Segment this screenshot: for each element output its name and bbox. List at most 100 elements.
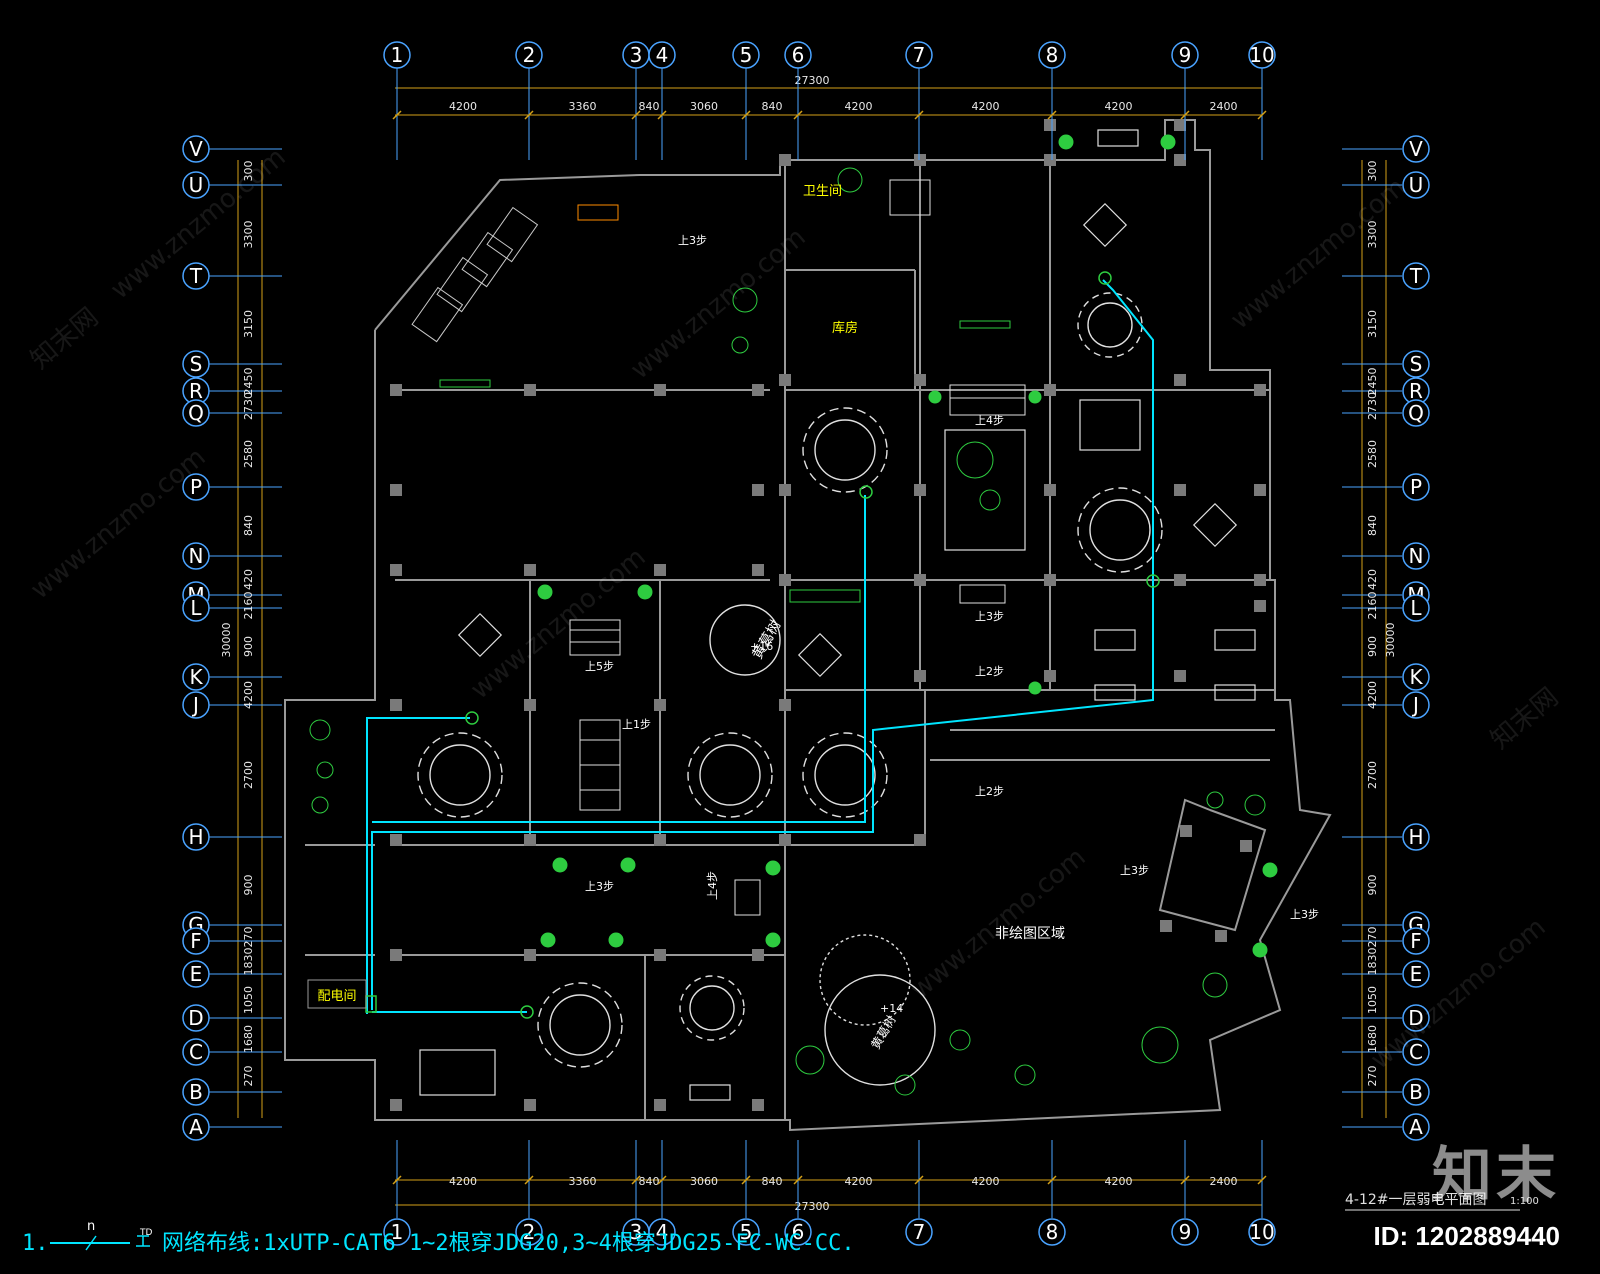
top-dimension-chain	[395, 87, 1262, 116]
top-dim-4: 840	[762, 100, 783, 113]
note-up5: 上5步	[585, 660, 614, 673]
row-left-bubble-D	[182, 1004, 210, 1032]
bottom-tick-6	[914, 1175, 924, 1185]
row-right-label-N: N	[1409, 544, 1424, 568]
top-dim-6: 4200	[972, 100, 1000, 113]
right-dim-16: 1680	[1366, 1025, 1379, 1053]
watermark-9: 知末网	[1485, 682, 1564, 755]
note-up2-b: 上2步	[975, 785, 1004, 798]
col-top-bubble-6	[784, 41, 812, 69]
row-left-bubble-C	[182, 1038, 210, 1066]
diagonal-storage-pods	[411, 204, 619, 343]
square-tables	[419, 129, 1256, 1101]
row-left-label-B: B	[189, 1080, 203, 1104]
row-right-label-P: P	[1410, 475, 1422, 499]
right-dim-9: 900	[1366, 636, 1379, 657]
top-tick-1	[524, 110, 534, 120]
row-left-label-V: V	[189, 137, 203, 161]
top-tick-3	[657, 110, 667, 120]
row-right-label-L: L	[1410, 596, 1422, 620]
row-right-bubble-J	[1402, 691, 1430, 719]
top-dim-1: 3360	[569, 100, 597, 113]
row-left-bubble-V	[182, 135, 210, 163]
col-bottom-label-6: 6	[792, 1220, 805, 1244]
watermark-4: www.znzmo.com	[465, 542, 651, 705]
right-dim-15: 1050	[1366, 986, 1379, 1014]
col-top-label-5: 5	[740, 43, 753, 67]
bottom-tick-8	[1180, 1175, 1190, 1185]
col-bottom-bubble-7	[905, 1218, 933, 1246]
left-dim-7: 420	[242, 569, 255, 590]
top-dim-7: 4200	[1105, 100, 1133, 113]
watermark-7: www.znzmo.com	[1225, 172, 1411, 335]
bottom-dim-4: 840	[762, 1175, 783, 1188]
label-non-drawing-area: 非绘图区域	[995, 926, 1065, 942]
row-right-bubble-P	[1402, 473, 1430, 501]
bottom-tick-0	[392, 1175, 402, 1185]
drawing-scale: 1:100	[1510, 1196, 1539, 1207]
left-dimension-chain	[237, 160, 263, 1118]
col-top-label-4: 4	[656, 43, 669, 67]
left-dim-6: 840	[242, 515, 255, 536]
note-up2-a: 上2步	[975, 665, 1004, 678]
col-bottom-label-5: 5	[740, 1220, 753, 1244]
row-left-label-U: U	[189, 173, 204, 197]
col-top-label-3: 3	[630, 43, 643, 67]
row-left-label-P: P	[190, 475, 202, 499]
plants	[309, 134, 1278, 1096]
col-bottom-label-1: 1	[391, 1220, 404, 1244]
row-right-label-H: H	[1408, 825, 1423, 849]
col-bottom-bubble-10	[1248, 1218, 1276, 1246]
electrical-room-box	[307, 979, 367, 1009]
row-left-bubble-P	[182, 473, 210, 501]
note-up1: 上1步	[622, 718, 651, 731]
right-dim-17: 270	[1366, 1066, 1379, 1087]
row-left-label-D: D	[188, 1006, 203, 1030]
legend-n: n	[87, 1219, 95, 1234]
network-cable-run	[366, 279, 1154, 1014]
row-left-bubble-Q	[182, 399, 210, 427]
col-top-label-8: 8	[1046, 43, 1059, 67]
watermark-6: www.znzmo.com	[905, 842, 1091, 1005]
col-bottom-label-3: 3	[630, 1220, 643, 1244]
row-right-label-D: D	[1408, 1006, 1423, 1030]
row-left-label-Q: Q	[188, 401, 204, 425]
left-dim-9: 900	[242, 636, 255, 657]
row-left-bubble-U	[182, 171, 210, 199]
col-bottom-label-7: 7	[913, 1220, 926, 1244]
legend-text: 网络布线:1xUTP-CAT6 1~2根穿JDG20,3~4根穿JDG25-FC…	[162, 1231, 855, 1256]
right-dim-4: 2730	[1366, 392, 1379, 420]
note-up4: 上4步	[975, 414, 1004, 427]
bottom-dim-0: 4200	[449, 1175, 477, 1188]
row-right-bubble-D	[1402, 1004, 1430, 1032]
bottom-dim-5: 4200	[845, 1175, 873, 1188]
row-left-bubble-K	[182, 663, 210, 691]
row-right-bubble-K	[1402, 663, 1430, 691]
row-right-bubble-U	[1402, 171, 1430, 199]
legend-index: 1.	[22, 1231, 49, 1256]
right-dim-10: 4200	[1366, 681, 1379, 709]
row-left-bubble-F	[182, 927, 210, 955]
note-up3-d: 上3步	[1120, 864, 1149, 877]
row-right-label-A: A	[1409, 1115, 1423, 1139]
bottom-dim-2: 840	[639, 1175, 660, 1188]
row-left-label-N: N	[189, 544, 204, 568]
top-dim-2: 840	[639, 100, 660, 113]
bottom-tick-1	[524, 1175, 534, 1185]
note-plus16: +16	[750, 640, 773, 653]
left-dim-10: 4200	[242, 681, 255, 709]
top-tick-0	[392, 110, 402, 120]
row-left-label-A: A	[189, 1115, 203, 1139]
row-left-bubble-A	[182, 1113, 210, 1141]
right-dim-8: 2160	[1366, 592, 1379, 620]
row-left-bubble-J	[182, 691, 210, 719]
bottom-tick-5	[793, 1175, 803, 1185]
bottom-dimension-chain	[395, 1179, 1262, 1206]
row-left-label-H: H	[188, 825, 203, 849]
right-dim-13: 270	[1366, 927, 1379, 948]
row-right-bubble-L	[1402, 594, 1430, 622]
row-left-bubble-H	[182, 823, 210, 851]
col-top-bubble-5	[732, 41, 760, 69]
